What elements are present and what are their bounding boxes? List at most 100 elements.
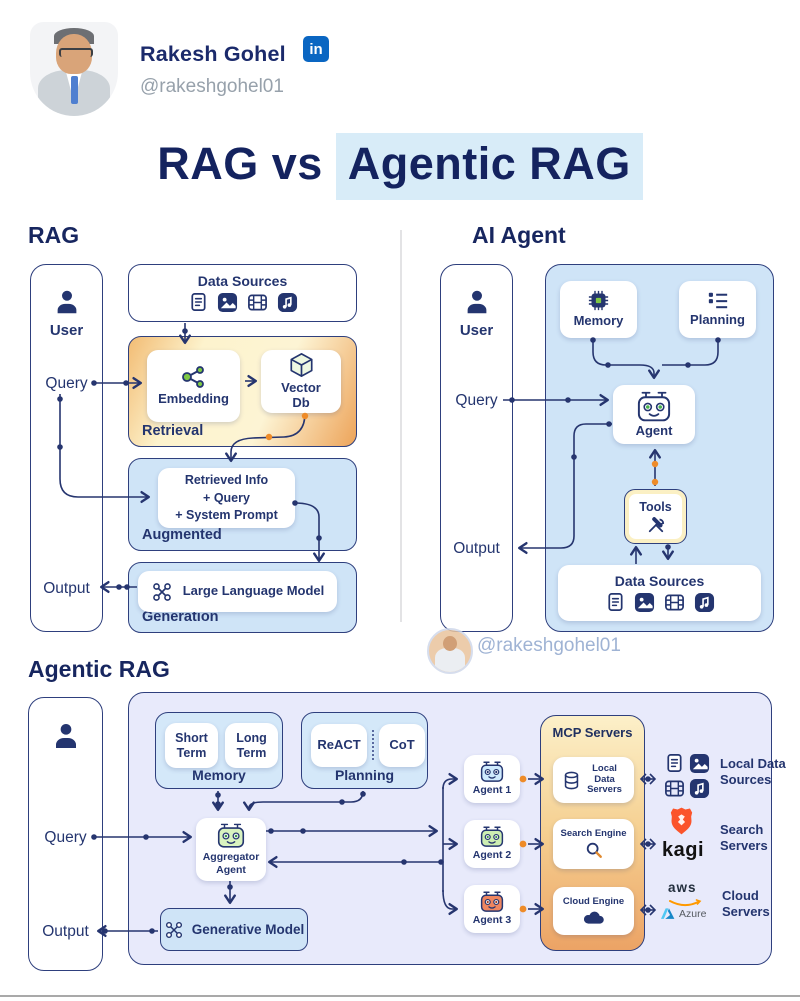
data-sources-title: Data Sources: [614, 573, 705, 589]
audio-icon: [689, 778, 710, 799]
robot-icon: [637, 391, 671, 421]
aws-logo: aws: [668, 881, 702, 913]
film-icon: [247, 294, 267, 311]
footer-line: [0, 995, 800, 997]
user-icon: [57, 290, 76, 314]
robot-icon: [480, 826, 504, 848]
aggregator-label: Aggregator Agent: [202, 851, 260, 876]
aws-smile: [669, 898, 702, 906]
hammer-wrench-icon: [648, 516, 664, 532]
chip-icon: [588, 290, 609, 311]
kagi-logo: kagi: [662, 839, 705, 861]
agent2-card: Agent 2: [464, 820, 520, 868]
agentic-memory-box: Short Term Long Term Memory: [155, 712, 283, 789]
retrieved-info-card: Retrieved Info + Query + System Prompt: [158, 468, 295, 528]
search-engine-card: Search Engine: [553, 819, 634, 869]
film-icon: [664, 594, 684, 611]
azure-icon: [661, 908, 675, 919]
cloud-engine-label: Cloud Engine: [562, 896, 625, 908]
aggregator-agent-card: Aggregator Agent: [196, 818, 266, 881]
memory-label: Memory: [573, 313, 624, 329]
cloud-servers-label: Cloud Servers: [722, 888, 770, 920]
rag-query-label: Query: [45, 375, 88, 392]
title-prefix: RAG vs: [157, 138, 323, 189]
ai-output-label: Output: [453, 540, 500, 557]
image-icon: [634, 592, 654, 613]
planning-card: Planning: [679, 281, 756, 338]
tools-label: Tools: [639, 500, 672, 515]
document-icon: [607, 593, 623, 611]
local-data-sources-label: Local Data Sources: [720, 756, 786, 788]
augmented-label: Augmented: [142, 527, 222, 543]
agent1-label: Agent 1: [472, 784, 512, 797]
agent3-card: Agent 3: [464, 885, 520, 933]
agent1-card: Agent 1: [464, 755, 520, 803]
author-handle: @rakeshgohel01: [140, 76, 284, 97]
user-label: User: [459, 322, 494, 339]
retrieved-line-3: + System Prompt: [175, 508, 278, 523]
retrieval-label: Retrieval: [142, 423, 204, 439]
user-label: User: [49, 322, 84, 339]
ai-agent-heading: AI Agent: [472, 222, 566, 248]
watermark-avatar: [427, 628, 473, 674]
document-icon: [667, 754, 682, 772]
mcp-servers-title: MCP Servers: [552, 725, 633, 740]
document-icon: [190, 293, 206, 311]
llm-label: Large Language Model: [182, 583, 325, 599]
dotted-divider: [372, 730, 374, 760]
agent2-label: Agent 2: [472, 849, 512, 862]
react-label: ReACT: [317, 737, 361, 753]
robot-icon: [480, 761, 504, 783]
data-sources-title: Data Sources: [197, 273, 288, 289]
audio-icon: [694, 592, 714, 613]
search-servers-label: Search Servers: [720, 822, 768, 854]
azure-text: Azure: [679, 907, 707, 920]
film-icon: [665, 780, 684, 797]
brave-icon: [670, 807, 693, 835]
memory-label: Memory: [192, 767, 246, 783]
ai-data-sources-card: Data Sources: [558, 565, 761, 621]
local-data-servers-card: Local Data Servers: [553, 757, 634, 803]
long-term-card: Long Term: [225, 723, 278, 768]
short-term-card: Short Term: [165, 723, 218, 768]
database-icon: [564, 771, 578, 789]
user-icon: [467, 290, 486, 314]
cot-card: CoT: [379, 724, 425, 767]
aws-text: aws: [668, 880, 697, 895]
memory-card: Memory: [560, 281, 637, 338]
page-title: RAG vs Agentic RAG: [0, 133, 800, 200]
agent3-label: Agent 3: [472, 914, 512, 927]
generative-model-label: Generative Model: [191, 922, 305, 937]
vector-db-card: Vector Db: [261, 350, 341, 413]
rag-output-label: Output: [43, 580, 90, 597]
rag-data-sources-box: Data Sources: [128, 264, 357, 322]
image-icon: [217, 292, 237, 313]
share-nodes-icon: [181, 366, 204, 388]
mcp-servers-box: MCP Servers Local Data Servers Search En…: [540, 715, 645, 951]
network-icon: [152, 582, 171, 601]
section-divider: [400, 230, 402, 622]
linkedin-icon: in: [303, 36, 329, 62]
checklist-icon: [708, 292, 727, 309]
local-data-servers-label: Local Data Servers: [587, 763, 622, 796]
cube-icon: [289, 353, 313, 378]
robot-icon: [217, 824, 245, 849]
tools-box: Tools: [624, 489, 687, 544]
title-highlight: Agentic RAG: [335, 133, 643, 200]
profile-photo: [30, 22, 118, 116]
network-icon: [165, 921, 182, 938]
agentic-output-label: Output: [42, 923, 89, 940]
agentic-rag-heading: Agentic RAG: [28, 656, 170, 682]
llm-card: Large Language Model: [138, 571, 337, 612]
planning-label: Planning: [690, 312, 745, 328]
generative-model-box: Generative Model: [160, 908, 308, 951]
magnifier-icon: [586, 843, 602, 859]
author-name: Rakesh Gohel: [140, 42, 286, 66]
planning-label: Planning: [334, 767, 395, 783]
agentic-planning-box: ReACT CoT Planning: [301, 712, 428, 789]
react-card: ReACT: [311, 724, 367, 767]
cot-label: CoT: [389, 737, 415, 753]
retrieved-line-2: + Query: [203, 490, 250, 505]
long-term-label: Long Term: [236, 731, 267, 760]
retrieved-line-1: Retrieved Info: [184, 473, 269, 488]
